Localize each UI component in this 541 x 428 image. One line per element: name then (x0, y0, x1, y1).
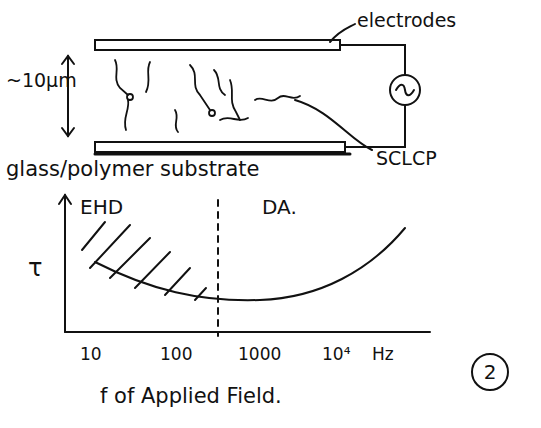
x-axis (65, 331, 430, 333)
dimension-label: ~10μm (6, 70, 77, 91)
region-label: EHD (80, 196, 123, 218)
number-circle (472, 354, 508, 390)
region-label: DA. (262, 196, 297, 218)
part-label: SCLCP (376, 148, 437, 169)
axis-arrow (59, 195, 71, 204)
ac-source (390, 75, 420, 105)
unit-label: Hz (372, 345, 394, 364)
dimension-arrow (67, 56, 69, 136)
callout-number: 2 (484, 361, 497, 383)
bottom-electrode (95, 142, 345, 152)
tau-curve (95, 228, 405, 300)
tick-label: 10 (80, 345, 102, 364)
top-electrode (95, 40, 340, 50)
substrate-line (95, 153, 350, 156)
part-label: electrodes (357, 10, 456, 31)
arrow-head (62, 128, 74, 136)
tick-label: 10⁴ (322, 345, 350, 364)
sclcp-molecules (115, 60, 300, 132)
leader-line (295, 100, 372, 150)
axis-label: τ (28, 255, 42, 281)
y-axis (64, 195, 66, 332)
wire (340, 45, 405, 75)
hatching (82, 222, 206, 300)
regime-divider (217, 200, 219, 336)
leader-line (330, 24, 355, 42)
arrow-head (62, 56, 74, 64)
tick-label: 100 (160, 345, 192, 364)
substrate-label: glass/polymer substrate (6, 158, 260, 181)
tick-label: 1000 (238, 345, 281, 364)
ac-symbol (396, 85, 414, 96)
axis-title: f of Applied Field. (100, 385, 282, 408)
wire (345, 105, 405, 147)
